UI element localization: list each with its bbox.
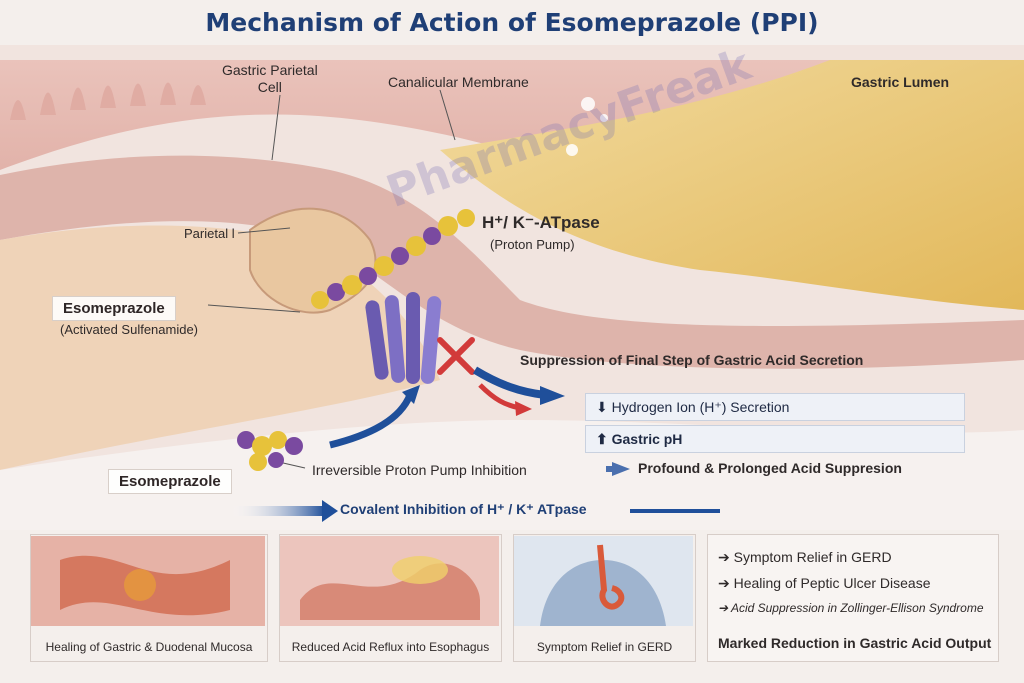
- benefit-item: ➔ Acid Suppression in Zollinger-Ellison …: [718, 601, 984, 615]
- blue-arrow-to-effects-head: [540, 386, 565, 405]
- panel-art-torso: [513, 536, 693, 626]
- covalent-arrow-head: [322, 500, 338, 522]
- panel-art-mucosa: [30, 536, 265, 626]
- page-title: Mechanism of Action of Esomeprazole (PPI…: [205, 8, 819, 37]
- label-covalent-inhibition: Covalent Inhibition of H⁺ / K⁺ ATpase: [340, 501, 587, 517]
- label-esomeprazole-activated: Esomeprazole: [52, 296, 176, 321]
- membrane-layer: [0, 155, 1024, 369]
- pointer-canalicular: [439, 89, 456, 141]
- panel-art-esophagus: [279, 536, 499, 626]
- label-proton-pump-sub: (Proton Pump): [490, 237, 575, 252]
- label-parietal-short: Parietal l: [184, 226, 235, 241]
- blue-arrow-to-effects: [472, 366, 546, 399]
- label-irreversible-inhibition: Irreversible Proton Pump Inhibition: [312, 462, 527, 478]
- label-gastric-parietal-cell: Gastric Parietal Cell: [222, 62, 318, 95]
- panel-benefits: ➔ Symptom Relief in GERD ➔ Healing of Pe…: [707, 534, 999, 662]
- red-arrow-head: [515, 401, 532, 416]
- effect-bar-hydrogen: ⬇ Hydrogen Ion (H⁺) Secretion: [585, 393, 965, 421]
- profound-arrow-head: [612, 462, 630, 476]
- curved-blue-arrow: [329, 393, 414, 449]
- benefits-footer: Marked Reduction in Gastric Acid Output: [718, 635, 992, 651]
- pointer-parietal-cell: [271, 94, 281, 161]
- curved-blue-arrowhead: [402, 385, 420, 404]
- gastric-lumen: [440, 60, 1024, 310]
- villi: [10, 82, 206, 120]
- panel-gerd: Symptom Relief in GERD: [513, 534, 696, 662]
- esomeprazole-molecule-bottom-icon: [237, 431, 303, 471]
- esomeprazole-molecule-chain-icon: [311, 209, 475, 309]
- panel-caption: Reduced Acid Reflux into Esophagus: [291, 640, 490, 654]
- covalent-arrow-tail: [230, 506, 325, 516]
- profound-arrow-tail: [606, 466, 614, 472]
- panel-esophagus: Reduced Acid Reflux into Esophagus: [279, 534, 502, 662]
- inhibition-x-icon: [437, 337, 475, 375]
- label-profound-suppression: Profound & Prolonged Acid Suppresion: [638, 460, 902, 476]
- benefit-item: ➔ Healing of Peptic Ulcer Disease: [718, 575, 931, 591]
- label-suppression-final-step: Suppression of Final Step of Gastric Aci…: [520, 352, 864, 368]
- pointer-parietal-short: [237, 227, 291, 234]
- benefit-item: ➔ Symptom Relief in GERD: [718, 549, 892, 565]
- label-proton-pump-title: H⁺/ K⁻-ATpase: [482, 213, 600, 232]
- label-esomeprazole-bottom: Esomeprazole: [108, 469, 232, 494]
- covalent-arrow-line: [630, 509, 720, 513]
- panel-mucosa: Healing of Gastric & Duodenal Mucosa: [30, 534, 268, 662]
- panel-caption: Symptom Relief in GERD: [536, 640, 673, 654]
- label-activated-sulfenamide: (Activated Sulfenamide): [60, 322, 199, 337]
- pointer-esomeprazole: [207, 304, 301, 313]
- effect-bar-ph: ⬆ Gastric pH: [585, 425, 965, 453]
- proton-pump-icon: [365, 292, 442, 384]
- label-gastric-lumen: Gastric Lumen: [851, 74, 950, 90]
- label-canalicular-membrane: Canalicular Membrane: [388, 74, 529, 90]
- bubbles: [566, 97, 608, 156]
- panel-caption: Healing of Gastric & Duodenal Mucosa: [45, 640, 253, 654]
